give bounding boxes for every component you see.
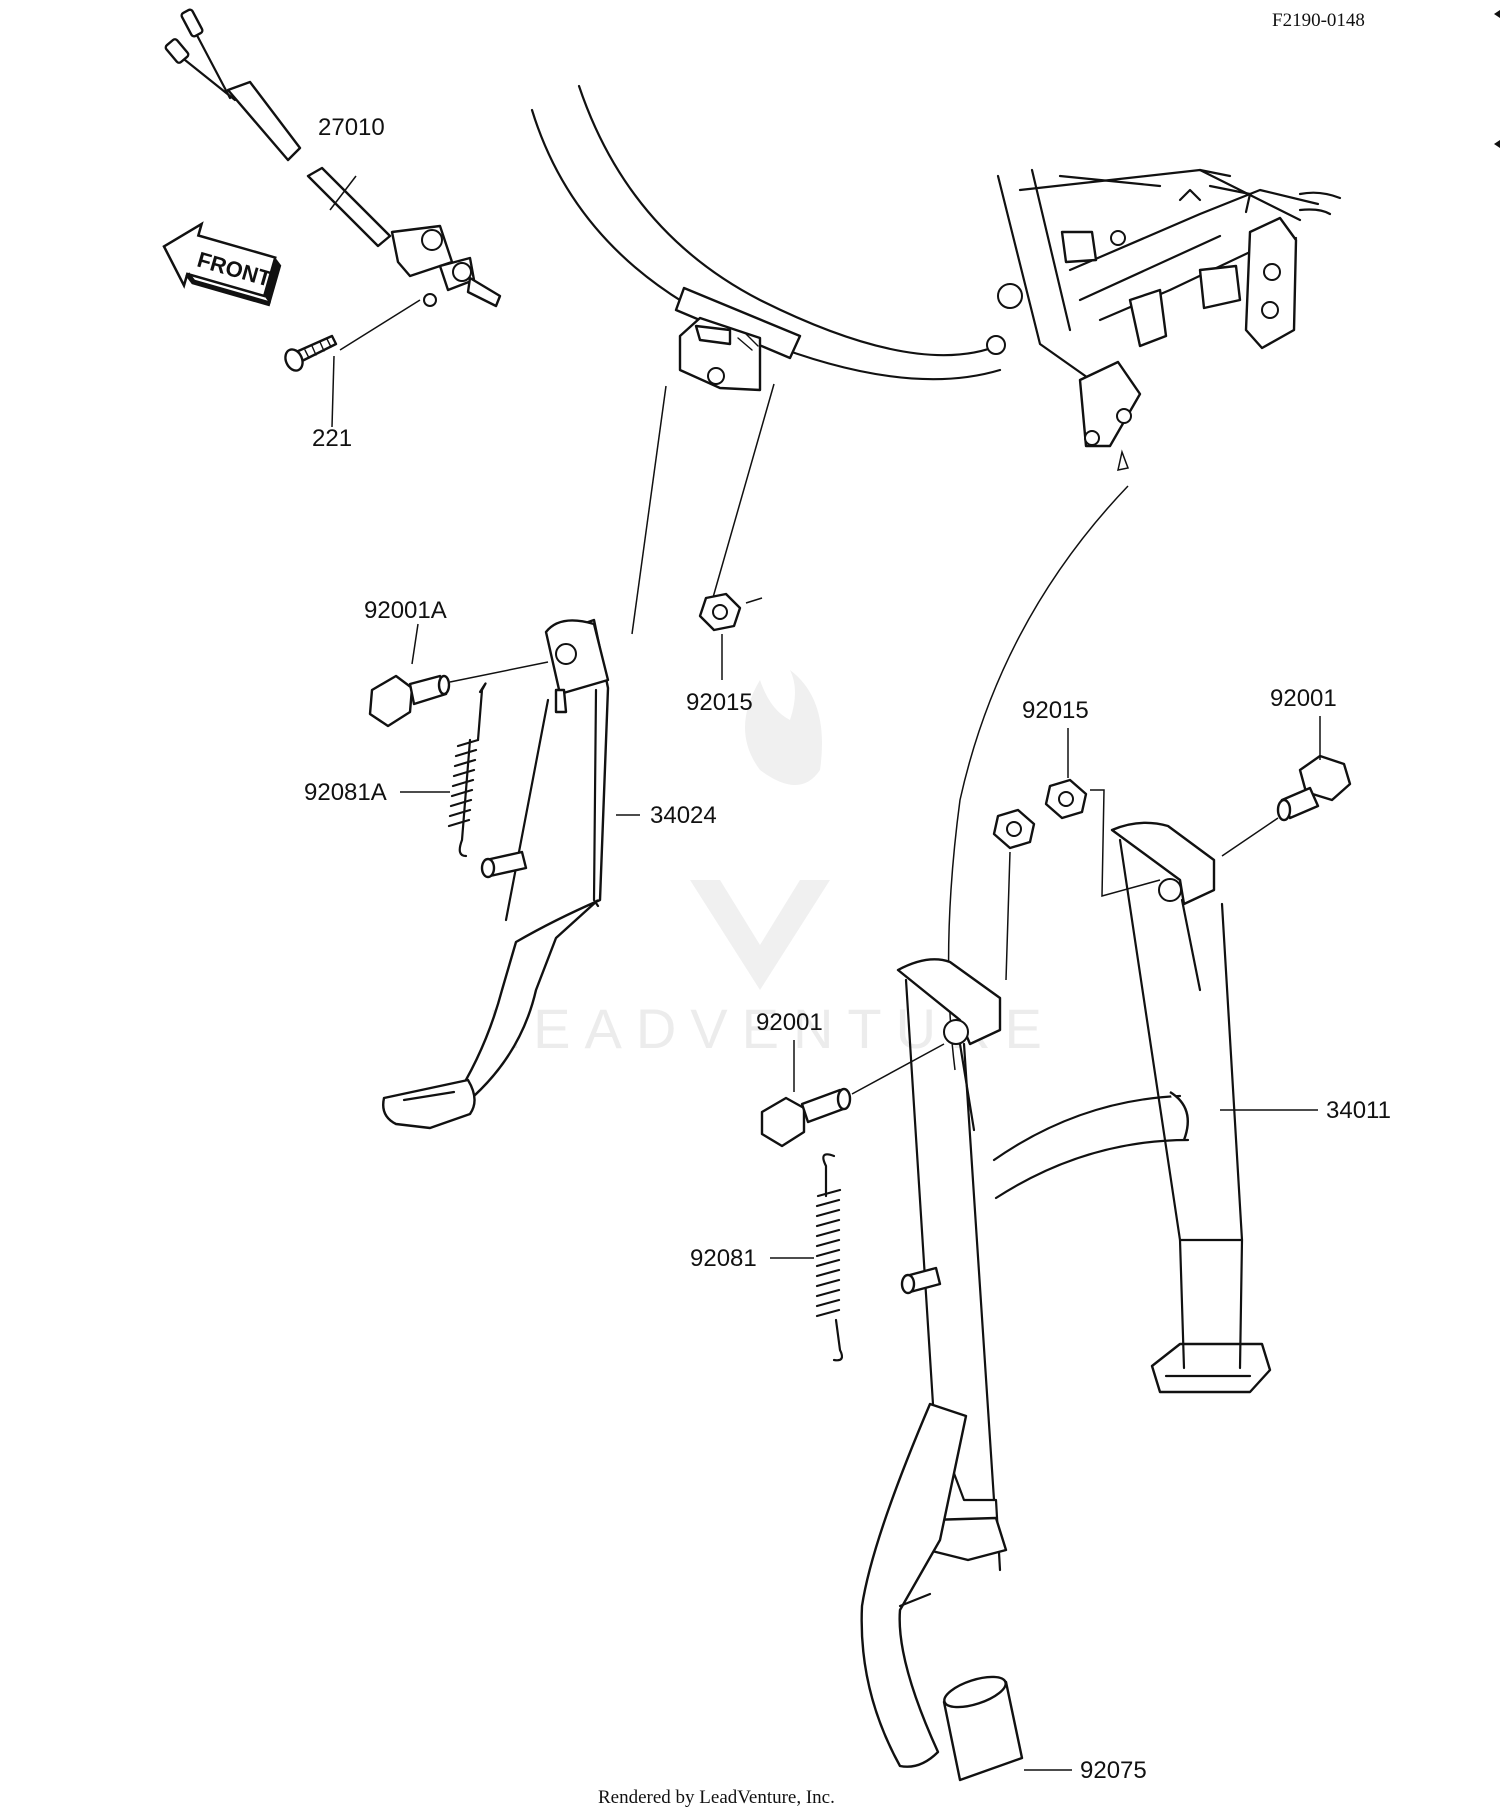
- stand-bracket: [674, 286, 802, 392]
- bolt-92001-middle: [760, 1087, 852, 1148]
- part-label-92001-a[interactable]: 92001: [756, 1009, 823, 1036]
- part-label-92081A[interactable]: 92081A: [304, 779, 387, 806]
- nut-92015-side: [698, 592, 742, 632]
- part-label-27010[interactable]: 27010: [318, 114, 385, 141]
- side-stand-switch: [164, 8, 502, 308]
- part-label-92001-b[interactable]: 92001: [1270, 685, 1337, 712]
- nut-92015-center-b: [1044, 778, 1088, 820]
- screw-221: [284, 334, 338, 372]
- part-label-92001A[interactable]: 92001A: [364, 597, 447, 624]
- part-label-92015-a[interactable]: 92015: [686, 689, 753, 716]
- front-arrow-icon: FRONT: [162, 221, 282, 307]
- spring-92081: [815, 1153, 844, 1362]
- part-label-92081[interactable]: 92081: [690, 1245, 757, 1272]
- diagram-code: F2190-0148: [1272, 10, 1365, 31]
- frame: [530, 84, 1342, 448]
- bolt-92001A: [368, 674, 451, 728]
- center-stand: [860, 821, 1272, 1768]
- rubber-cap-92075: [942, 1675, 1024, 1782]
- part-label-34024[interactable]: 34024: [650, 802, 717, 829]
- bolt-92001-right: [1276, 754, 1352, 822]
- edge-mark-icon: [1494, 140, 1500, 148]
- part-label-92015-b[interactable]: 92015: [1022, 697, 1089, 724]
- part-label-221[interactable]: 221: [312, 425, 352, 452]
- spring-92081A: [447, 682, 487, 858]
- footer-credit: Rendered by LeadVenture, Inc.: [598, 1787, 835, 1808]
- side-stand: [382, 618, 610, 1130]
- part-label-34011[interactable]: 34011: [1326, 1097, 1391, 1124]
- edge-mark-icon: [1494, 10, 1500, 18]
- nut-92015-center-a: [992, 808, 1036, 850]
- part-label-92075[interactable]: 92075: [1080, 1757, 1147, 1784]
